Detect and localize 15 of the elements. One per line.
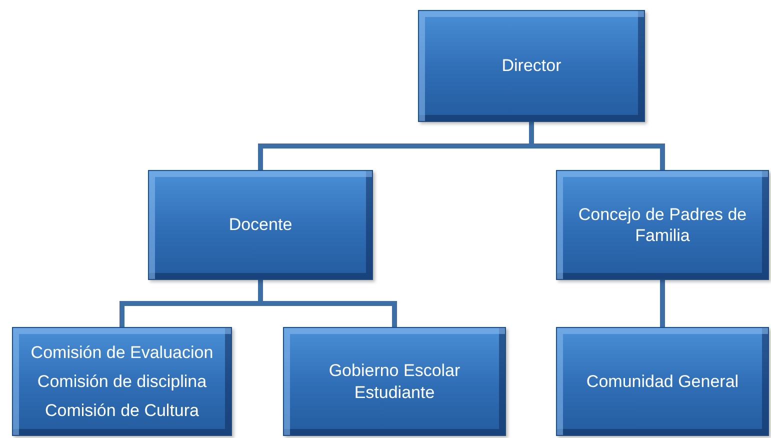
org-box: [148, 170, 373, 280]
org-box: [556, 327, 769, 436]
box-label: Concejo de Padres de Familia: [577, 204, 748, 246]
org-box: [12, 327, 232, 436]
box-label: Comisión de disciplina: [37, 370, 207, 392]
box-label: Comisión de Evaluacion: [30, 342, 214, 363]
box-label: Comunidad General: [586, 370, 739, 392]
connector-line: [660, 280, 665, 327]
box-label: Comisión de Cultura: [44, 400, 199, 422]
box-label: Director: [502, 55, 562, 77]
box-label: Gobierno Escolar Estudiante: [328, 360, 462, 403]
org-box: [283, 327, 506, 436]
box-label: Docente: [228, 214, 292, 236]
org-box: [556, 170, 769, 280]
org-box: [418, 10, 645, 122]
